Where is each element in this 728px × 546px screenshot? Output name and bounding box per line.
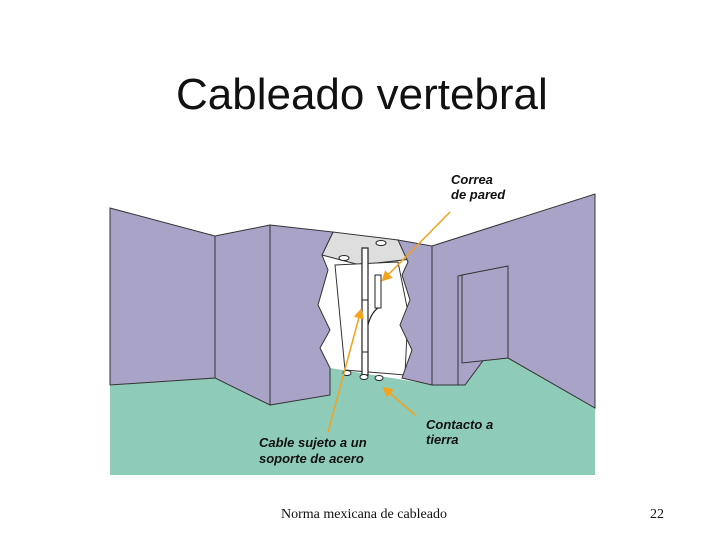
wall-strap-label-line: de pared: [451, 187, 506, 202]
closet-back-wall: [334, 261, 409, 376]
wall-strap-arrow: [381, 211, 451, 282]
left-inner-wall-panel: [214, 224, 271, 406]
backbone-pipe: [361, 247, 369, 376]
ground-contact-label-line: Contacto a: [426, 417, 493, 432]
cable-support-arrow: [327, 307, 364, 433]
slide-footer: Norma mexicana de cableado: [281, 507, 447, 522]
floor: [110, 355, 595, 475]
ceiling-hole: [375, 240, 387, 246]
ground-contact-label-line: tierra: [426, 432, 459, 447]
left-wall-panel: [109, 207, 216, 386]
cable-support-label: Cable sujeto a un soporte de acero: [259, 435, 370, 466]
strap-connector: [367, 307, 379, 326]
ceiling-hole: [338, 255, 350, 261]
ground-contact-label: Contacto a tierra: [426, 417, 497, 447]
wall-strap-label: Correa de pared: [451, 172, 506, 202]
doorway: [461, 265, 509, 364]
front-wall-left: [269, 224, 334, 406]
cable-support-label-line: Cable sujeto a un: [259, 435, 367, 450]
floor-hole: [359, 374, 369, 380]
door-frame: [457, 274, 464, 385]
floor-hole: [374, 375, 384, 381]
wall-strap-bracket: [374, 274, 382, 309]
cable-support-label-line: soporte de acero: [259, 451, 364, 466]
page-number: 22: [650, 507, 664, 522]
slide-title: Cableado vertebral: [176, 70, 548, 119]
wall-strap-label-line: Correa: [451, 172, 493, 187]
ground-contact-arrow: [382, 386, 416, 416]
